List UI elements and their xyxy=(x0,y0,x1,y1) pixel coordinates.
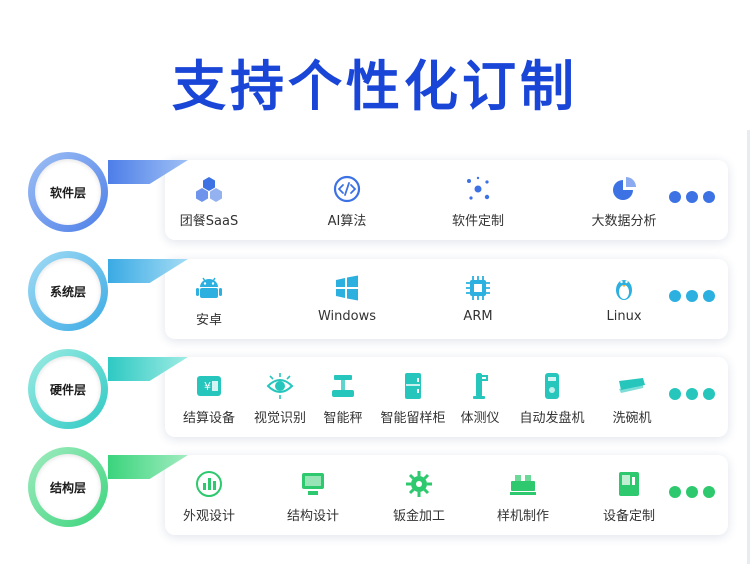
prototype-machine-icon xyxy=(508,469,538,499)
layer-name: 系统层 xyxy=(49,284,86,299)
layer-item-label: Linux xyxy=(606,309,642,324)
more-dots-button[interactable] xyxy=(669,388,715,400)
layer-card: ¥ 结算设备 视觉识别 智能秤 智能留样柜体测仪 自动发盘机 洗碗机 xyxy=(165,357,728,437)
vision-eye-icon xyxy=(265,371,295,401)
plate-dispenser-icon xyxy=(537,371,567,401)
dishwasher-icon xyxy=(617,371,647,401)
layer-item-label: 软件定制 xyxy=(451,214,504,229)
more-dot xyxy=(703,486,715,498)
layer-card: 外观设计 结构设计 钣金加工 样机制作 设备定制 xyxy=(165,455,728,535)
more-dot xyxy=(703,191,715,203)
chip-icon xyxy=(463,273,493,303)
layer-item[interactable]: AI算法 xyxy=(302,174,392,229)
layer-item[interactable]: 钣金加工 xyxy=(374,469,464,524)
layer-item[interactable]: 团餐SaaS xyxy=(164,174,254,229)
layer-item[interactable]: 体测仪 xyxy=(435,371,525,426)
more-dot xyxy=(686,290,698,302)
layer-item-label: 视觉识别 xyxy=(253,411,306,426)
layer-item-label: 结算设备 xyxy=(182,411,235,426)
svg-text:¥: ¥ xyxy=(204,380,211,393)
layer-item[interactable]: 自动发盘机 xyxy=(507,371,597,426)
layer-badge: 系统层 xyxy=(28,251,108,331)
layer-item-label: 智能留样柜 xyxy=(380,411,446,426)
scatter-dots-icon xyxy=(463,174,493,204)
layer-item[interactable]: 智能留样柜 xyxy=(368,371,458,426)
more-dot xyxy=(703,290,715,302)
more-dots-button[interactable] xyxy=(669,486,715,498)
layer-name: 结构层 xyxy=(49,480,86,495)
layer-item-label: 设备定制 xyxy=(602,509,655,524)
pie-chart-icon xyxy=(609,174,639,204)
payment-terminal-icon: ¥ xyxy=(194,371,224,401)
layer-item[interactable]: 洗碗机 xyxy=(587,371,677,426)
layer-item-label: 洗碗机 xyxy=(612,411,652,426)
layer-item[interactable]: 样机制作 xyxy=(478,469,568,524)
more-dot xyxy=(669,290,681,302)
more-dot xyxy=(686,388,698,400)
layer-item-label: 大数据分析 xyxy=(591,214,657,229)
layer-badge-inner: 硬件层 xyxy=(35,356,101,422)
layer-item-label: Windows xyxy=(317,309,377,324)
layer-item[interactable]: Linux xyxy=(579,273,669,324)
layer-row: ¥ 结算设备 视觉识别 智能秤 智能留样柜体测仪 自动发盘机 洗碗机 硬件层 xyxy=(0,349,750,449)
layer-badge: 硬件层 xyxy=(28,349,108,429)
code-circle-icon xyxy=(332,174,362,204)
windows-icon xyxy=(332,273,362,303)
layer-badge-inner: 系统层 xyxy=(35,258,101,324)
layer-item[interactable]: 结构设计 xyxy=(268,469,358,524)
layer-item[interactable]: 大数据分析 xyxy=(579,174,669,229)
layer-name: 软件层 xyxy=(49,185,86,200)
layer-item[interactable]: ARM xyxy=(433,273,523,324)
structure-frame-icon xyxy=(298,469,328,499)
layer-card: 团餐SaaS AI算法 软件定制 大数据分析 xyxy=(165,160,728,240)
device-custom-icon xyxy=(614,469,644,499)
layer-item[interactable]: Windows xyxy=(302,273,392,324)
more-dot xyxy=(669,191,681,203)
layer-item-label: 自动发盘机 xyxy=(519,411,585,426)
more-dot xyxy=(669,486,681,498)
layer-item[interactable]: 安卓 xyxy=(164,273,254,328)
right-edge-bar xyxy=(747,130,750,564)
android-icon xyxy=(194,273,224,303)
gear-icon xyxy=(404,469,434,499)
layer-item-label: 团餐SaaS xyxy=(179,214,239,229)
layer-card: 安卓 Windows ARM Linux xyxy=(165,259,728,339)
layer-item-label: 智能秤 xyxy=(323,411,363,426)
appearance-chart-icon xyxy=(194,469,224,499)
layer-badge: 软件层 xyxy=(28,152,108,232)
scale-icon xyxy=(328,371,358,401)
more-dot xyxy=(669,388,681,400)
layer-item[interactable]: ¥ 结算设备 xyxy=(164,371,254,426)
layer-row: 团餐SaaS AI算法 软件定制 大数据分析 软件层 xyxy=(0,152,750,252)
layer-badge-inner: 结构层 xyxy=(35,454,101,520)
cube-cluster-icon xyxy=(194,174,224,204)
more-dot xyxy=(703,388,715,400)
layer-name: 硬件层 xyxy=(49,382,86,397)
layer-badge-inner: 软件层 xyxy=(35,159,101,225)
body-meter-icon xyxy=(465,371,495,401)
layer-item-label: 样机制作 xyxy=(496,509,549,524)
penguin-icon xyxy=(609,273,639,303)
layer-item-label: AI算法 xyxy=(327,214,367,229)
layer-row: 外观设计 结构设计 钣金加工 样机制作 设备定制 结构层 xyxy=(0,447,750,547)
page-title: 支持个性化订制 xyxy=(172,55,578,118)
more-dots-button[interactable] xyxy=(669,290,715,302)
layer-badge: 结构层 xyxy=(28,447,108,527)
layer-item-label: 安卓 xyxy=(195,313,222,328)
sample-cabinet-icon xyxy=(398,371,428,401)
layer-item-label: ARM xyxy=(463,309,493,324)
layer-item[interactable]: 设备定制 xyxy=(584,469,674,524)
layer-item-label: 外观设计 xyxy=(182,509,235,524)
layer-item[interactable]: 视觉识别 xyxy=(235,371,325,426)
layer-item-label: 体测仪 xyxy=(460,411,500,426)
more-dots-button[interactable] xyxy=(669,191,715,203)
layer-item[interactable]: 智能秤 xyxy=(298,371,388,426)
layer-item-label: 结构设计 xyxy=(286,509,339,524)
more-dot xyxy=(686,486,698,498)
layer-item[interactable]: 软件定制 xyxy=(433,174,523,229)
more-dot xyxy=(686,191,698,203)
layer-item[interactable]: 外观设计 xyxy=(164,469,254,524)
layer-row: 安卓 Windows ARM Linux 系统层 xyxy=(0,251,750,351)
layer-item-label: 钣金加工 xyxy=(392,509,445,524)
